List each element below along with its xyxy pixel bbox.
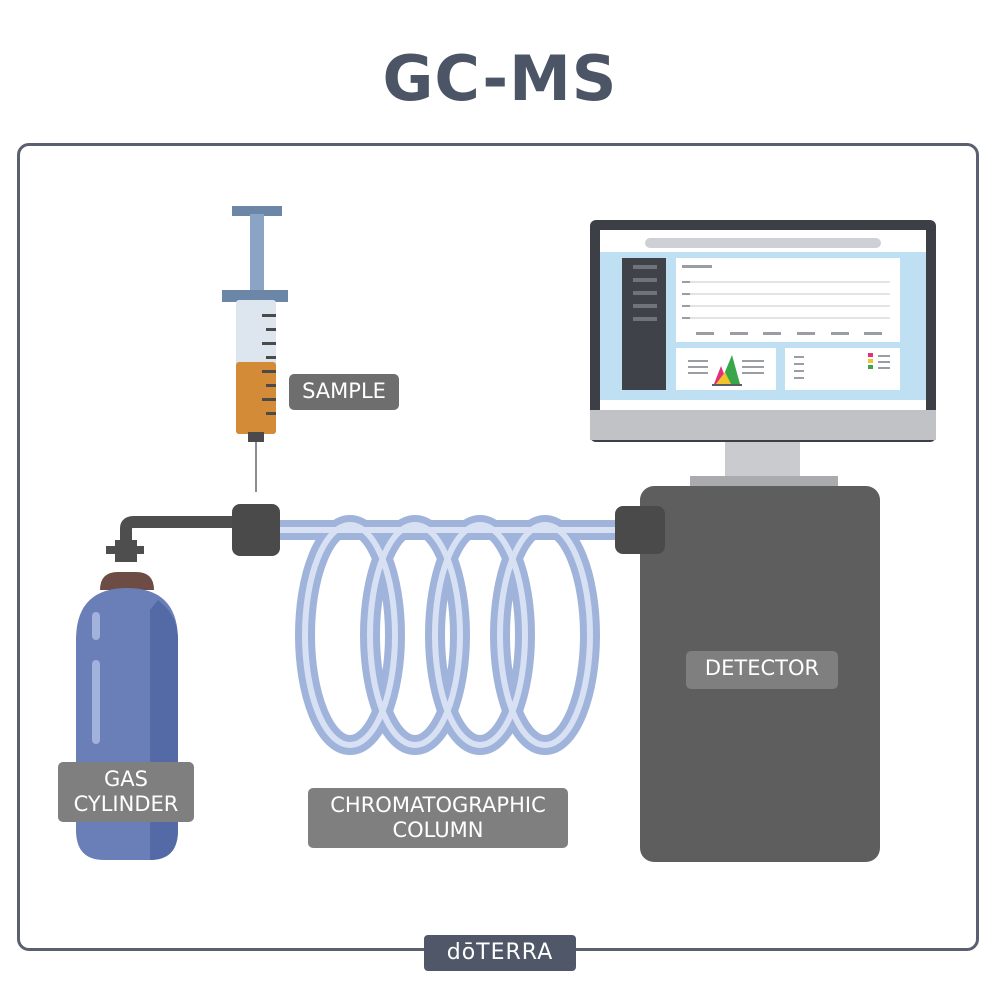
sample-label: SAMPLE: [289, 374, 399, 410]
injector-port-icon: [232, 504, 280, 556]
syringe-icon: [222, 206, 288, 492]
chromatographic-column-label: CHROMATOGRAPHIC COLUMN: [308, 788, 568, 848]
gas-cylinder-label: GAS CYLINDER: [58, 762, 194, 822]
brand-logo: dōTERRA: [424, 935, 576, 971]
gas-cylinder-label-line-1: GAS: [104, 767, 148, 791]
chromatographic-column-label-line-1: CHROMATOGRAPHIC: [330, 793, 546, 817]
coil-column-icon: [276, 515, 615, 755]
chromatographic-column-label-line-2: COLUMN: [392, 818, 484, 842]
monitor-icon: [590, 220, 936, 488]
gas-line: [106, 516, 240, 562]
gas-cylinder-label-line-2: CYLINDER: [73, 792, 179, 816]
detector-label: DETECTOR: [686, 651, 838, 689]
page-title: GC-MS: [382, 42, 618, 115]
